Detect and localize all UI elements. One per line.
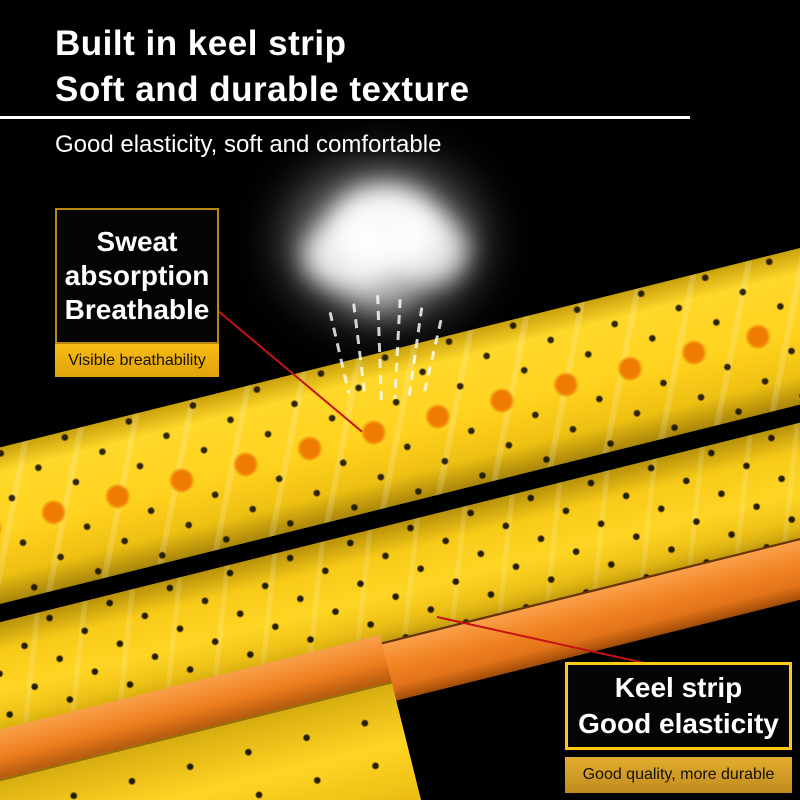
header-divider	[0, 116, 690, 119]
airflow-line	[422, 319, 443, 395]
airflow-line	[352, 303, 367, 399]
steam-cloud	[275, 160, 495, 335]
durability-label: Good quality, more durable	[565, 757, 792, 793]
airflow-line	[376, 294, 383, 402]
title-line-2: Soft and durable texture	[55, 70, 470, 109]
steam-puff	[345, 265, 417, 311]
airflow-line	[393, 298, 402, 400]
callout-text: Keel strip	[614, 671, 743, 703]
callout-text: absorption	[64, 259, 210, 291]
callout-text: Good elasticity	[578, 708, 779, 739]
airflow-streaks	[328, 294, 450, 413]
callout-text: Sweat	[96, 225, 178, 257]
callout-text: Breathable	[64, 294, 210, 326]
title-line-1: Built in keel strip	[55, 24, 347, 63]
keel-strip-callout: Keel strip Good elasticity	[565, 662, 792, 750]
airflow-line	[407, 307, 424, 397]
airflow-line	[328, 311, 351, 395]
subtitle: Good elasticity, soft and comfortable	[55, 131, 442, 158]
breathability-label: Visible breathability	[55, 344, 219, 377]
sweat-absorption-callout: Sweat absorption Breathable	[55, 208, 219, 344]
